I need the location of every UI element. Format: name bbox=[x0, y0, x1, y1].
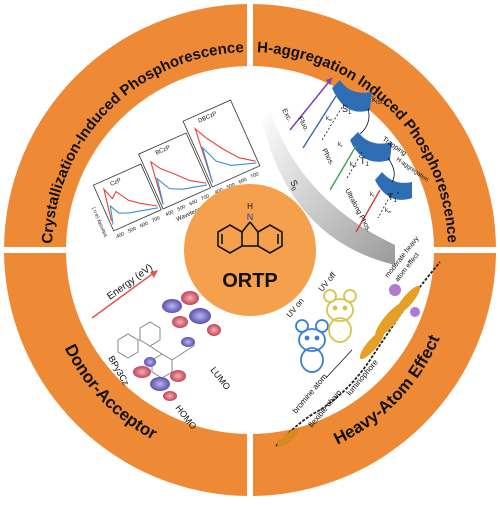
knr-label-3: knr bbox=[385, 208, 392, 214]
bromine-atom-1 bbox=[389, 284, 401, 296]
czp-blue-curve bbox=[109, 204, 159, 225]
luminophore-1 bbox=[276, 428, 300, 448]
czp-tick-3: 600 bbox=[139, 220, 149, 229]
t1star-label: T1* bbox=[388, 192, 400, 204]
dbczp-tick-4: 700 bbox=[250, 171, 260, 180]
luminophore-4 bbox=[359, 330, 385, 360]
energy-arrow bbox=[91, 271, 156, 319]
s1-well bbox=[332, 80, 372, 112]
bczp-red-curve bbox=[149, 160, 207, 204]
energy-arrowhead bbox=[150, 270, 158, 278]
t1-nr-line bbox=[345, 151, 363, 181]
dbczp-blue-curve bbox=[201, 145, 257, 183]
divider-right bbox=[314, 247, 498, 253]
bczp-label: BCzP bbox=[155, 145, 171, 157]
luminophore-3 bbox=[395, 285, 421, 315]
bczp-tick-4: 700 bbox=[200, 193, 210, 202]
s0-label: S0 bbox=[286, 178, 301, 192]
t1star-well bbox=[375, 172, 412, 200]
bczp-tick-3: 600 bbox=[188, 199, 198, 208]
czp-tick-4: 700 bbox=[151, 215, 161, 224]
s1-nr-line bbox=[321, 103, 345, 141]
kisc-label: kISC bbox=[372, 95, 385, 106]
czp-tick-1: 400 bbox=[115, 231, 125, 240]
czp-red-curve bbox=[102, 187, 158, 222]
t1-label: T1 bbox=[360, 156, 370, 168]
bromine-pointer bbox=[325, 349, 353, 379]
t1-well bbox=[350, 132, 392, 162]
carbazole-structure bbox=[217, 221, 283, 254]
exc-arrowhead bbox=[326, 78, 332, 85]
panel-czp: CzP 400 500 600 700 bbox=[92, 163, 162, 240]
fluo-arrow bbox=[302, 95, 337, 149]
center-title: ORTP bbox=[222, 270, 278, 292]
t1star-nr-line bbox=[377, 195, 391, 219]
czp-label: CzP bbox=[110, 178, 123, 188]
s0-curve bbox=[262, 110, 395, 265]
bczp-blue-curve bbox=[156, 177, 208, 205]
n-atom-label: N bbox=[247, 212, 254, 222]
isc-arrow bbox=[359, 107, 370, 135]
dbczp-tick-3: 600 bbox=[238, 177, 248, 186]
divider-top bbox=[247, 2, 253, 186]
trapping-arrow bbox=[387, 157, 395, 183]
exc-arrow bbox=[289, 77, 333, 131]
knr-label-2: knr bbox=[350, 162, 357, 168]
ultralong-phos-arrow bbox=[355, 189, 381, 233]
kr-label-1: kr bbox=[338, 142, 343, 148]
homo-orbital bbox=[133, 357, 186, 401]
dbczp-red-curve bbox=[194, 127, 256, 182]
panel-dbczp: DBCzP 400 500 600 700 bbox=[182, 99, 261, 196]
bromine-atom-2 bbox=[410, 307, 420, 317]
divider-left bbox=[2, 247, 186, 253]
lumo-orbital bbox=[162, 291, 221, 347]
phos-arrow bbox=[329, 145, 357, 191]
dbczp-tick-2: 500 bbox=[226, 182, 236, 191]
knr-label-1: knr bbox=[326, 116, 333, 122]
s1-label: S1 bbox=[342, 104, 352, 116]
h-atom-label: H bbox=[247, 202, 253, 211]
panel-bczp: BCzP 400 500 600 700 bbox=[138, 132, 212, 218]
bear-uv-on bbox=[295, 319, 329, 373]
czp-tick-2: 500 bbox=[127, 226, 137, 235]
dbczp-tick-1: 400 bbox=[214, 187, 224, 196]
bczp-tick-1: 400 bbox=[165, 209, 175, 218]
center-circle bbox=[184, 184, 316, 316]
bear-uv-off bbox=[323, 289, 357, 343]
bpy3cz-molecule bbox=[117, 321, 196, 379]
kr-label-2: kr bbox=[370, 192, 375, 198]
bczp-tick-2: 500 bbox=[177, 204, 187, 213]
divider-bottom bbox=[247, 314, 253, 498]
